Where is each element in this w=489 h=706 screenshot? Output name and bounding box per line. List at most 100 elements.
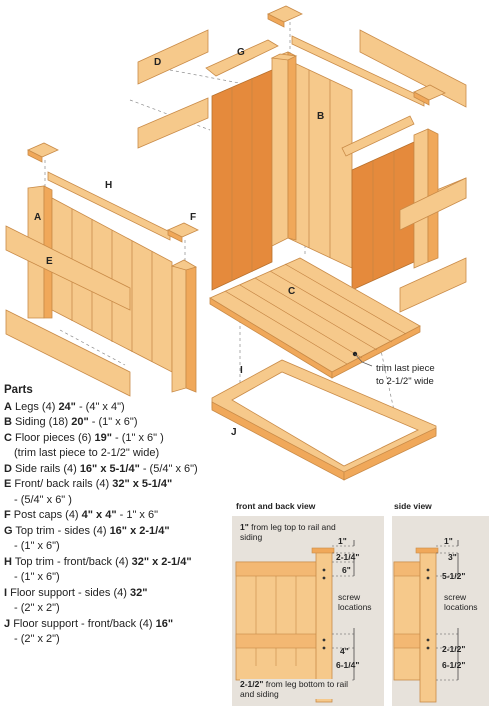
part-description: Legs (4) [15,400,59,413]
part-stock-size: - (4" x 4") [75,400,125,413]
side-screw-label: screw locations [444,592,478,612]
label-F: F [190,212,197,223]
part-description: Top trim - sides (4) [15,524,110,537]
front-dim-2-1-4: 2-1/4" [336,552,360,562]
top-trim-long-top [291,35,425,107]
label-G: G [237,47,245,58]
side-rail-right-bottom [399,257,467,313]
front-note-bottom-bold: 2-1/2" [240,679,264,689]
part-row: D Side rails (4) 16" x 5-1/4" - (5/4" x … [4,462,232,478]
part-dimension: 16" x 5-1/4" [79,462,140,475]
front-note-top-bold: 1" [240,522,249,532]
front-screw-label: screw locations [338,592,372,612]
front-view-panel: 1" from leg top to rail and siding 1" 2-… [232,516,384,706]
front-note-bottom-rest: from leg bottom to rail and siding [240,679,348,699]
side-dim-5-1-2: 5-1/2" [442,571,466,581]
front-screw-line2: locations [338,602,372,612]
side-view-panel: 1" 3" 5-1/2" screw locations 2-1/2" 6-1/… [392,516,489,706]
part-stock-size: - 1" x 6" [116,509,158,521]
front-note-top-rest: from leg top to rail and siding [240,522,336,542]
part-description: Top trim - front/back (4) [14,555,132,568]
part-letter: G [4,524,13,537]
part-letter: F [4,509,11,521]
part-stock-size: - (1" x 6" ) [111,431,164,444]
label-J: J [231,427,237,438]
side-dim-6-1-2: 6-1/2" [442,660,466,670]
part-dimension: 4" x 4" [81,509,117,521]
side-view-drawing [393,540,460,703]
part-row-continuation: - (1" x 6") [14,540,60,552]
parts-rows: A Legs (4) 24" - (4" x 4")B Siding (18) … [4,400,232,648]
front-screw-line1: screw [338,592,361,602]
part-row-continuation: - (2" x 2") [14,633,60,645]
part-row: A Legs (4) 24" - (4" x 4") [4,400,232,416]
part-row-continuation: - (2" x 2") [14,602,60,614]
part-row: C Floor pieces (6) 19" - (1" x 6" ) [4,431,232,447]
front-view-title: front and back view [236,501,316,511]
post-cap-F [167,222,199,243]
part-row: F Post caps (4) 4" x 4" - 1" x 6" [4,508,232,524]
part-letter: C [4,431,12,444]
part-dimension: 24" [58,400,76,413]
top-trim-H [47,171,171,241]
label-B: B [317,111,325,122]
label-H: H [105,180,113,191]
side-dim-3: 3" [448,552,457,562]
parts-title: Parts [4,384,33,396]
part-row: E Front/ back rails (4) 32" x 5-1/4" [4,477,232,493]
front-view-drawing [235,540,356,703]
part-dimension: 16" x 2-1/4" [109,524,170,537]
side-dim-2-1-2: 2-1/2" [442,644,466,654]
front-dim-4: 4" [340,646,349,656]
part-dimension: 20" [71,416,89,428]
trim-callout: trim last piece to 2-1/2" wide [376,362,435,388]
part-dimension: 16" [155,617,174,630]
part-letter: E [4,478,12,490]
side-screw-line2: locations [444,602,478,612]
part-letter: D [4,462,12,475]
part-letter: J [4,617,11,630]
part-dimension: 32" x 5-1/4" [112,478,173,490]
part-row: J Floor support - front/back (4) 16" [4,617,232,633]
post-cap-top [267,5,303,28]
part-dimension: 32" x 2-1/4" [131,555,192,568]
right-side-panel [341,115,467,291]
post-cap-left [27,142,59,163]
callout-line-1: trim last piece [376,363,435,374]
label-A: A [34,212,42,223]
part-letter: A [4,400,12,413]
callout-line-2: to 2-1/2" wide [376,376,434,387]
part-row-continuation: - (5/4" x 6" ) [14,493,72,506]
parts-list: Parts A Legs (4) 24" - (4" x 4")B Siding… [4,383,232,648]
front-dim-6-1-4: 6-1/4" [336,660,360,670]
part-dimension: 19" [94,431,112,444]
top-trim-G [205,39,279,77]
part-row-continuation: - (1" x 6") [14,571,60,583]
side-rail-right-upper [359,29,467,108]
part-description: Floor pieces (6) [15,431,95,444]
post-cap-right [413,84,446,106]
part-description: Siding (18) [15,416,72,428]
part-description: Floor support - sides (4) [10,586,130,599]
front-dim-6: 6" [342,565,351,575]
floor-C [209,257,421,379]
label-C: C [288,286,296,297]
part-row: B Siding (18) 20" - (1" x 6") [4,415,232,431]
part-description: Post caps (4) [13,509,82,521]
front-note-bottom: 2-1/2" from leg bottom to rail and sidin… [240,679,350,699]
label-D: D [154,57,162,68]
side-rail-D-lower [137,97,209,149]
side-view-title: side view [394,501,432,511]
part-row: I Floor support - sides (4) 32" [4,586,232,602]
side-rail-D-upper [137,29,209,85]
back-panel-B [211,51,353,291]
part-letter: I [4,586,8,599]
part-letter: B [4,416,12,428]
front-note-top: 1" from leg top to rail and siding [240,522,336,542]
front-rail-lower [5,309,131,397]
floor-support-frame-I-J [211,359,437,481]
part-row: H Top trim - front/back (4) 32" x 2-1/4" [4,555,232,571]
callout-leader [352,351,373,367]
part-description: Side rails (4) [15,462,80,475]
